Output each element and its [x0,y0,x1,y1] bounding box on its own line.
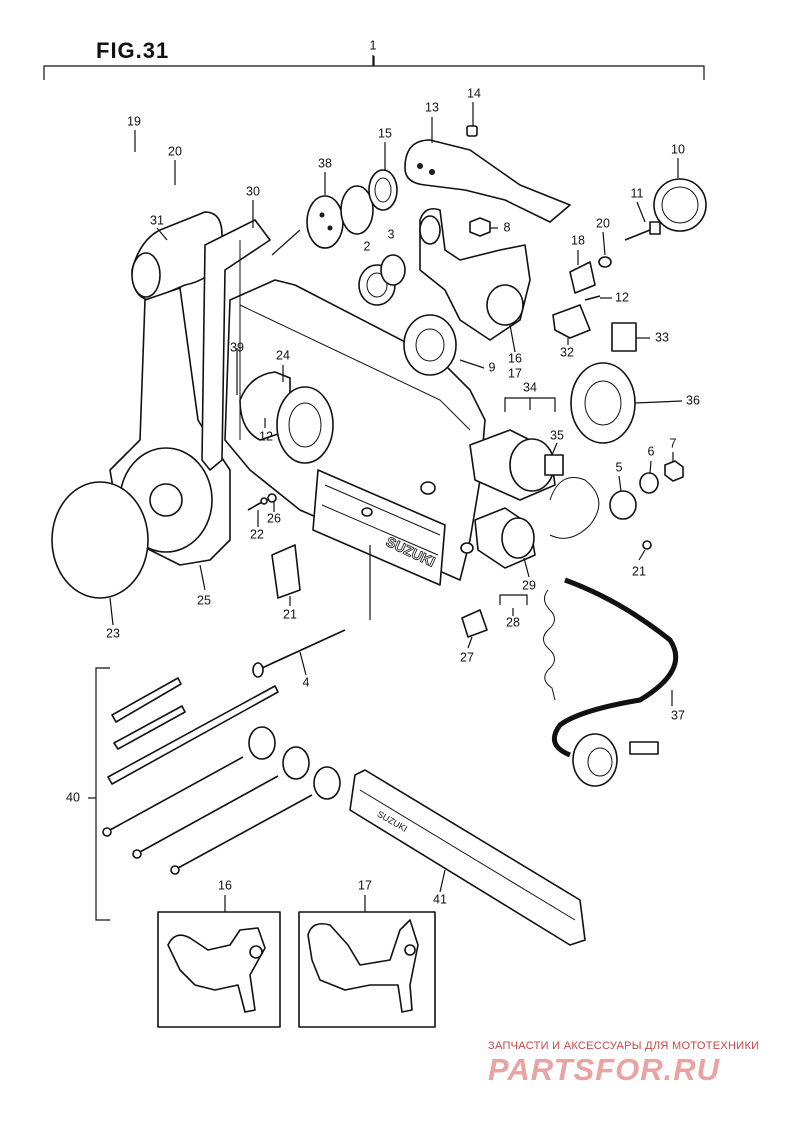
long-bolt-1 [102,756,244,837]
callout-5: 5 [616,460,623,474]
cover-36 [570,362,636,444]
screw-4 [252,629,346,678]
callout-29: 29 [522,578,536,592]
watermark-tagline: ЗАПЧАСТИ И АКСЕССУАРЫ ДЛЯ МОТОТЕХНИКИ [488,1040,760,1052]
callout-1: 1 [370,38,377,52]
wiring-harness-37 [551,577,679,787]
callout-19: 19 [127,114,141,128]
gear-assembly-24 [239,371,334,464]
throttle-arm-13 [404,139,571,223]
callout-20-left: 20 [168,144,182,158]
spacer-c [313,766,341,800]
plate-38 [306,195,344,249]
callout-labels: 1 2 3 4 5 6 7 8 9 10 11 12 12 13 14 15 1… [66,38,700,906]
bolt-22 [247,497,268,511]
callout-9: 9 [489,360,496,374]
callout-23: 23 [106,626,120,640]
name-plate-41: SUZUKI [349,769,586,946]
callout-22: 22 [250,527,264,541]
callout-33: 33 [655,330,669,344]
bolt-14 [466,125,478,137]
link-plate-16-17 [419,207,531,341]
callout-17-detail: 17 [358,878,372,892]
screw-21-right [642,540,652,550]
callout-17: 17 [508,366,522,380]
callout-30: 30 [246,184,260,198]
callout-21-left: 21 [283,607,297,621]
block-18 [569,261,596,294]
callout-12-right: 12 [615,290,629,304]
callout-2: 2 [364,239,371,253]
spacer-b [282,746,310,780]
callout-34: 34 [523,380,537,394]
callout-7: 7 [670,436,677,450]
callout-13: 13 [425,100,439,114]
switch-28 [474,507,536,569]
control-lever [109,211,231,566]
nut-7 [664,460,684,482]
ring-10 [653,178,707,232]
callout-21-right: 21 [632,564,646,578]
callout-11: 11 [631,186,644,200]
sleeve-3 [380,254,406,286]
callout-20-right: 20 [596,216,610,230]
cable-tie-2 [113,705,186,750]
bracket-32 [552,304,591,339]
callout-26: 26 [267,511,281,525]
spacer-5 [609,490,637,520]
switch-33 [611,322,637,352]
long-bolt-2 [132,775,279,859]
ring-15 [340,169,398,235]
callout-16-detail: 16 [218,878,232,892]
callout-4: 4 [303,675,310,689]
cable-tie-1 [111,677,182,723]
clip-27 [461,609,488,638]
watermark-brand: PARTSFOR.RU [488,1052,721,1087]
long-bolt-3 [170,794,313,875]
callout-31: 31 [150,213,164,227]
assembly-bracket [43,56,705,80]
callout-40: 40 [66,790,80,804]
figure-title: FIG.31 [96,38,170,63]
callout-32: 32 [560,345,574,359]
spacer-a [248,726,276,760]
callout-25: 25 [197,593,211,607]
callout-15: 15 [378,126,392,140]
callout-6: 6 [648,444,655,458]
callout-41: 41 [433,892,447,906]
callout-8: 8 [504,220,511,234]
lanyard-cord [543,589,556,701]
clip-21-left [271,544,301,599]
ring-20-right [598,256,612,268]
callout-12-left: 12 [259,429,273,443]
callout-37: 37 [671,708,685,722]
nut-8 [469,217,491,237]
callout-27: 27 [460,650,474,664]
callout-39: 39 [230,340,244,354]
callout-38: 38 [318,156,332,170]
detail-box-17 [298,911,436,1028]
kit-bracket-40 [88,667,110,921]
callout-10: 10 [671,142,685,156]
callout-16: 16 [508,351,522,365]
washer-6 [639,472,659,494]
callout-14: 14 [467,86,481,100]
cover-plate-23 [51,481,149,599]
cable-tie-3 [107,685,279,785]
leader-lines [109,55,683,912]
callout-36: 36 [686,393,700,407]
washer-26 [267,493,277,503]
bolt-11 [624,221,661,241]
callout-28: 28 [506,615,520,629]
washer-9 [403,314,457,376]
callout-18: 18 [571,233,585,247]
screw-12-right [584,295,601,301]
detail-box-16 [157,911,281,1028]
callout-3: 3 [388,227,395,241]
callout-35: 35 [550,428,564,442]
switch-34-35 [469,429,564,501]
clip-ring-right [549,477,600,539]
callout-24: 24 [276,348,290,362]
